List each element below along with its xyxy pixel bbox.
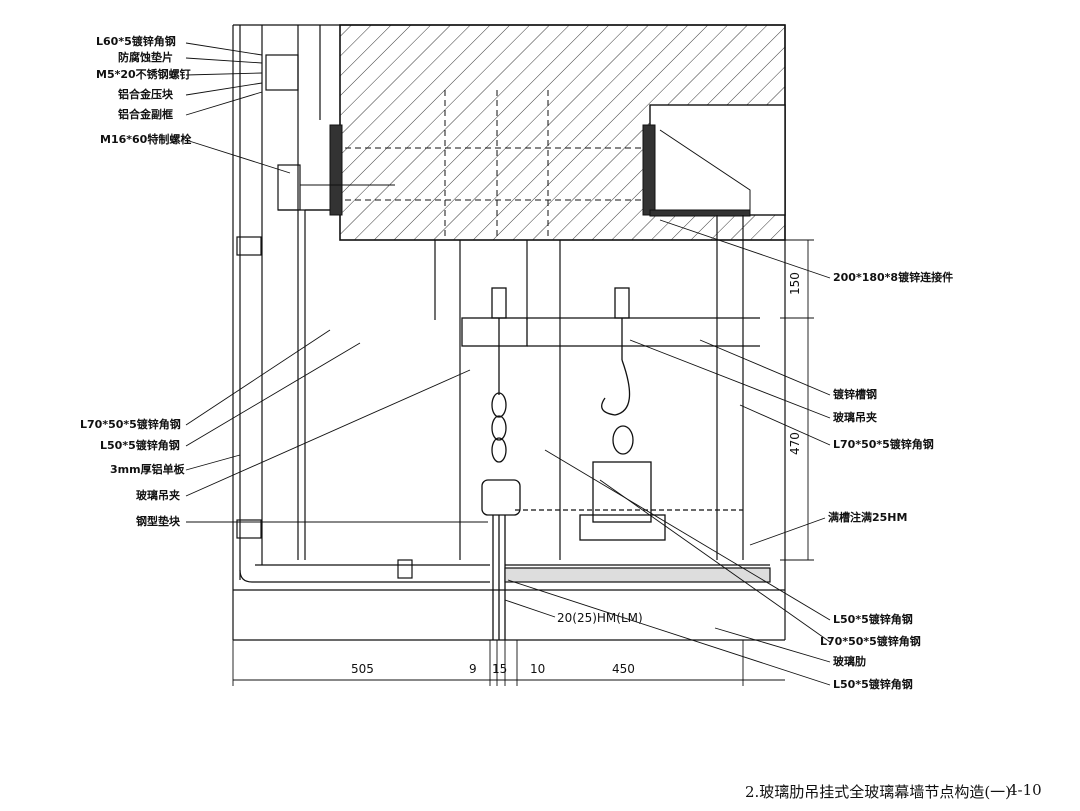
label-connector-plate: 200*180*8镀锌连接件 <box>833 271 954 284</box>
label-pressure-block: 铝合金压块 <box>118 88 173 101</box>
bottom-sill <box>233 509 785 591</box>
label-glass-fin: 玻璃肋 <box>833 655 866 668</box>
drawing-page-number: 4-10 <box>1008 781 1042 799</box>
label-l70-angle-left: L70*50*5镀锌角钢 <box>80 418 181 431</box>
label-sub-frame: 铝合金副框 <box>118 108 173 121</box>
dim-450: 450 <box>612 662 635 676</box>
concrete-slab <box>339 24 786 241</box>
label-glass-clamp-left: 玻璃吊夹 <box>136 489 180 502</box>
right-glass-clamp <box>579 287 666 541</box>
drawing-caption-title: 2.玻璃肋吊挂式全玻璃幕墙节点构造(一) <box>745 783 1012 801</box>
left-glass-clamp <box>481 287 521 640</box>
dim-470: 470 <box>788 432 802 455</box>
dimension-bottom <box>232 640 785 686</box>
leader-lines-left <box>185 42 488 523</box>
label-aluminium-panel: 3mm厚铝单板 <box>110 463 185 476</box>
hanger-posts <box>434 215 744 560</box>
dim-10: 10 <box>530 662 546 676</box>
label-anticorrosion-gasket: 防腐蚀垫片 <box>118 51 173 64</box>
label-l50-angle-right-1: L50*5镀锌角钢 <box>833 613 913 626</box>
label-l60-angle: L60*5镀锌角钢 <box>96 35 176 48</box>
dim-150: 150 <box>788 272 802 295</box>
label-l70-angle-right-2: L70*50*5镀锌角钢 <box>820 635 921 648</box>
dimension-right <box>780 239 814 561</box>
dim-15: 15 <box>492 662 508 676</box>
leader-lines-right <box>504 219 831 686</box>
label-l70-angle-right: L70*50*5镀锌角钢 <box>833 438 934 451</box>
slab-brackets <box>300 124 751 217</box>
dim-505: 505 <box>351 662 374 676</box>
label-l50-angle-right-2: L50*5镀锌角钢 <box>833 678 913 691</box>
label-glass-clamp-right: 玻璃吊夹 <box>833 411 877 424</box>
anchor-bolts <box>345 90 650 240</box>
label-m5-screw: M5*20不锈钢螺钉 <box>96 68 191 81</box>
dim-9: 9 <box>469 662 477 676</box>
label-m16-bolt: M16*60特制螺栓 <box>100 133 192 146</box>
label-sealant: 满槽注满25HM <box>828 511 908 524</box>
label-channel-steel: 镀锌槽钢 <box>833 388 877 401</box>
label-steel-pad: 钢型垫块 <box>136 515 180 528</box>
channel-beam <box>461 317 760 347</box>
label-structural-sealant: 20(25)HM(LM) <box>557 611 643 625</box>
label-l50-angle-left: L50*5镀锌角钢 <box>100 439 180 452</box>
